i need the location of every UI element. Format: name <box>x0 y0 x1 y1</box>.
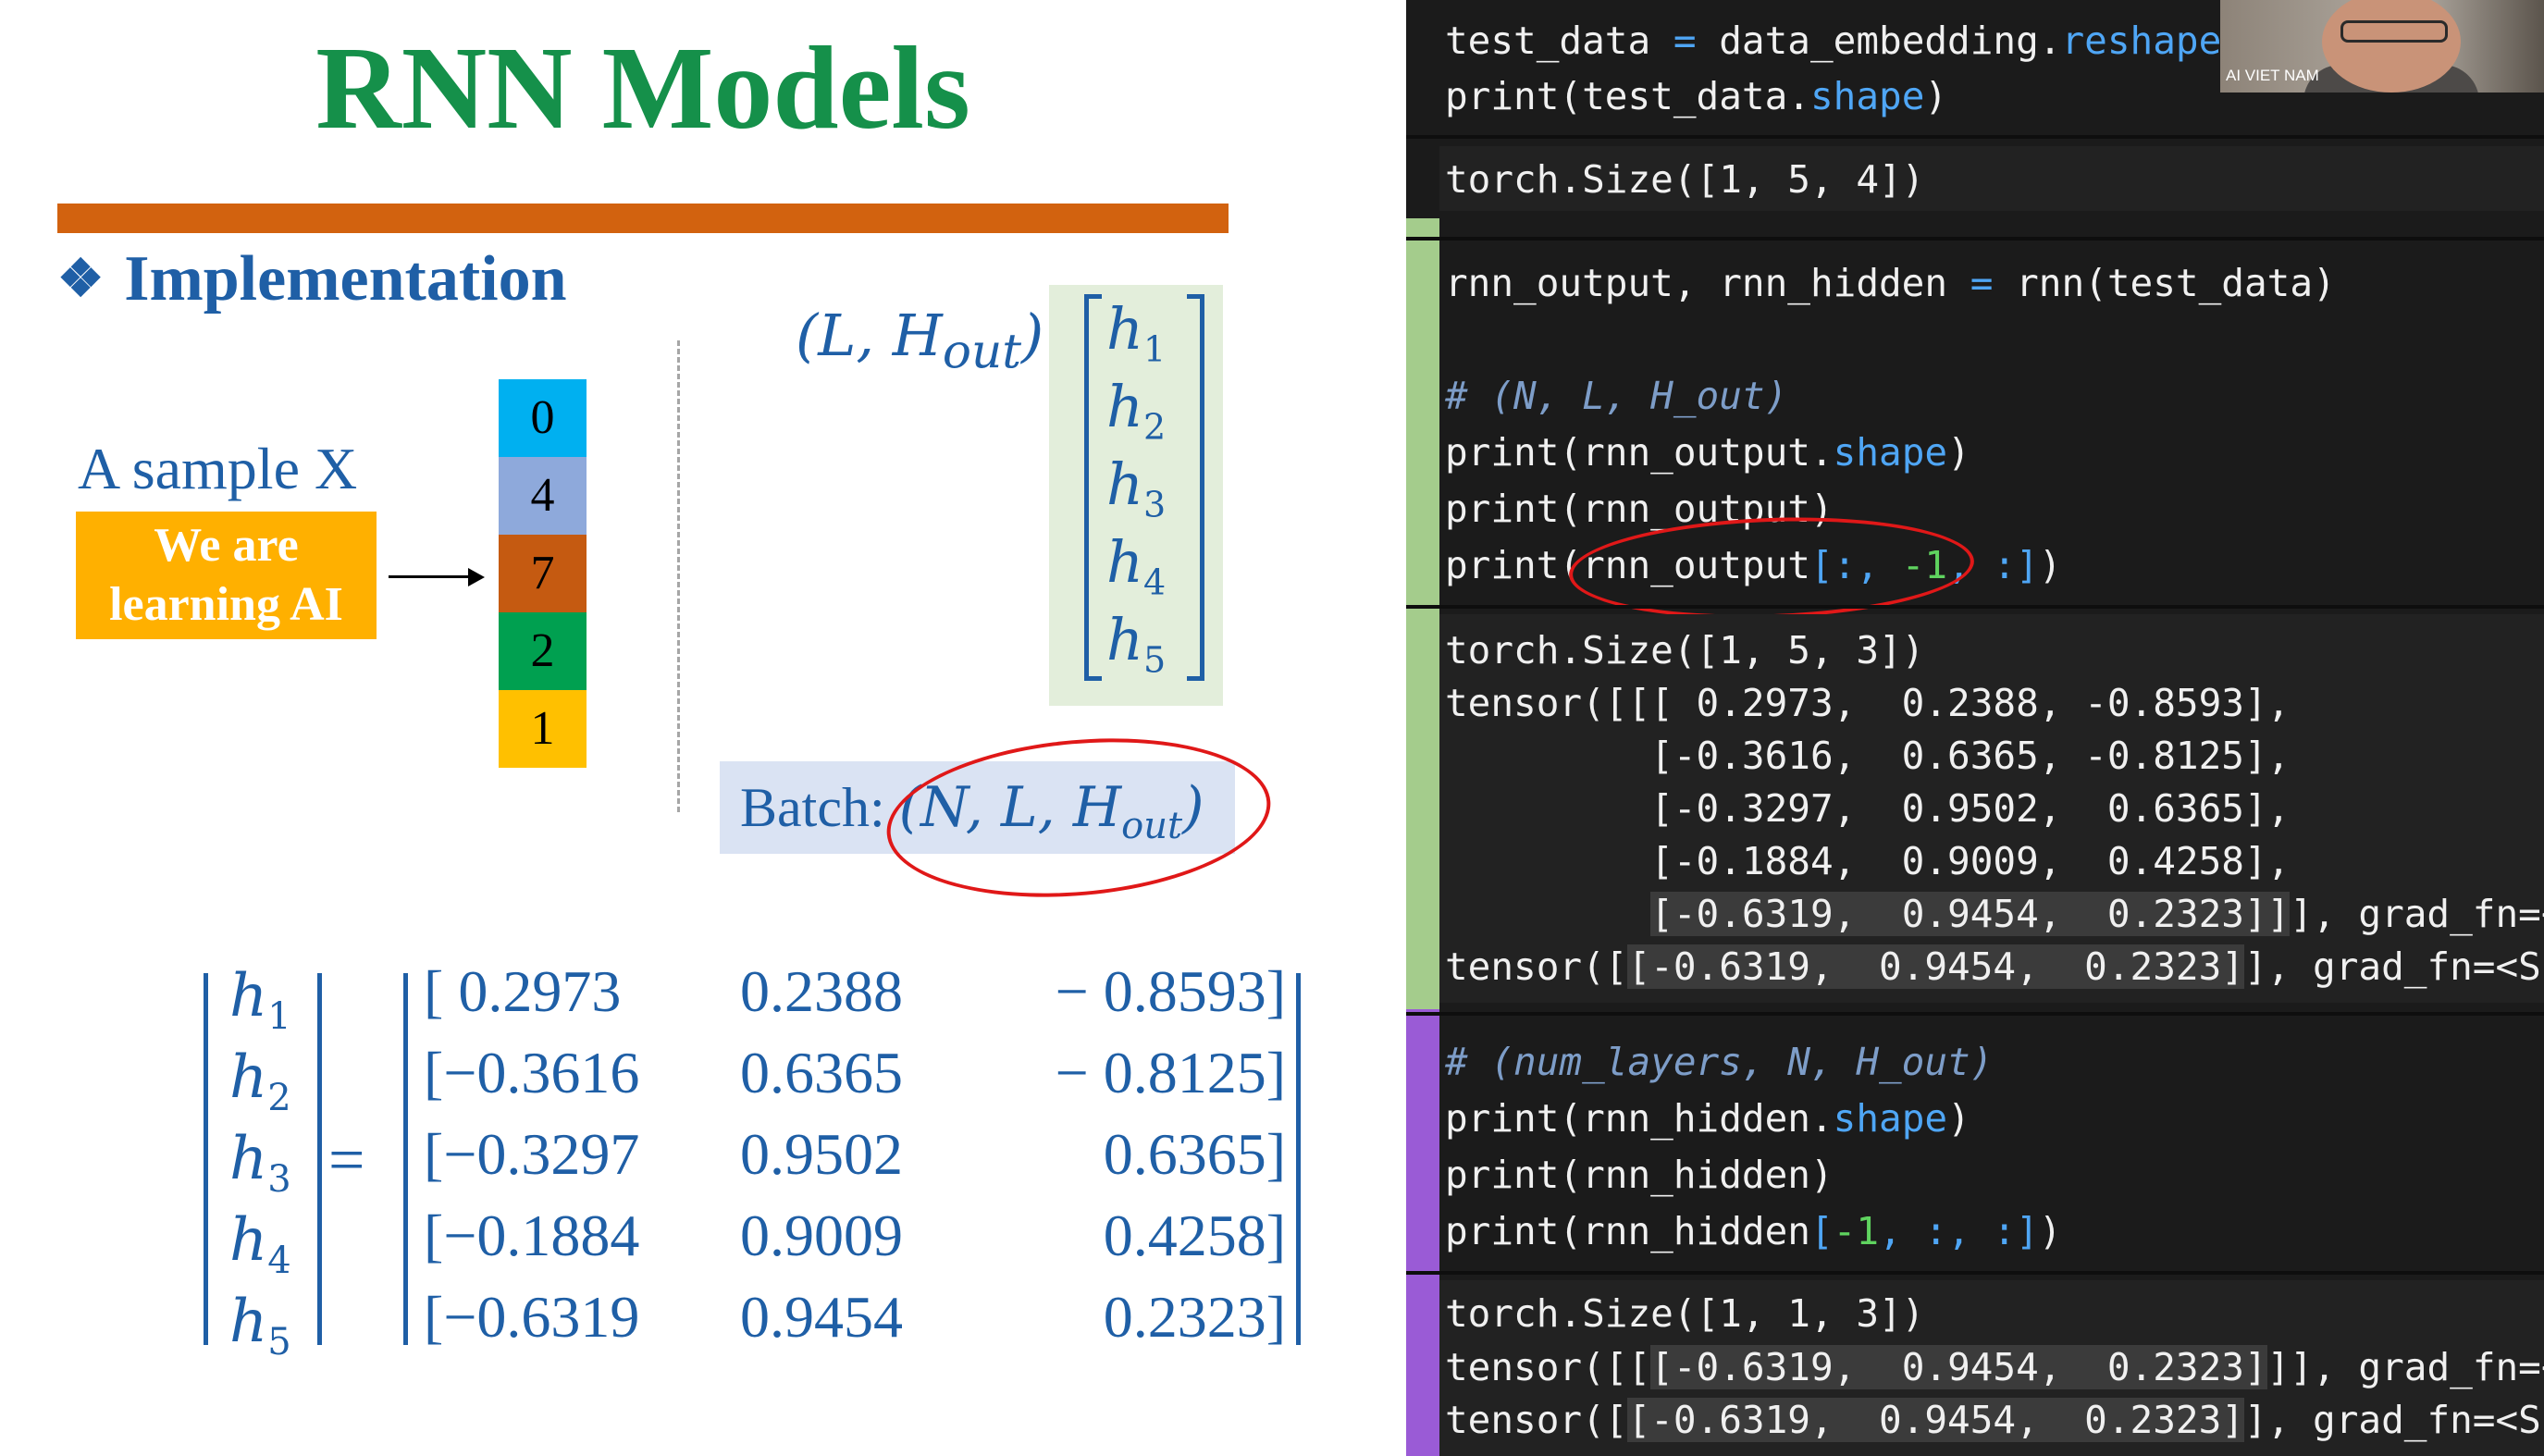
token-cell: 0 <box>499 379 587 459</box>
code-line[interactable]: print(rnn_output.shape) <box>1445 430 1970 475</box>
token-value: 4 <box>530 469 555 522</box>
h-column-entry: h5 <box>229 1288 291 1363</box>
code-comment[interactable]: # (num_layers, N, H_out) <box>1445 1040 1994 1084</box>
section-heading-text: Implementation <box>124 243 567 315</box>
output-line: torch.Size([1, 1, 3]) <box>1445 1291 1925 1336</box>
cell-active-gutter[interactable] <box>1406 218 1439 1009</box>
matrix-brackets <box>403 973 1301 1345</box>
sample-text-line1: We are <box>154 519 299 572</box>
title-underline-bar <box>57 204 1229 233</box>
hidden-vector-brackets <box>1084 294 1204 681</box>
webcam-name-tag: AI VIET NAM <box>2226 67 2319 84</box>
matrix-cell: 0.2323] <box>1103 1284 1286 1350</box>
presenter-face <box>2322 0 2461 93</box>
glasses-icon <box>2340 20 2448 43</box>
sample-text-box: We are learning AI <box>76 512 377 639</box>
output-line: torch.Size([1, 5, 3]) <box>1445 628 1925 672</box>
matrix-cell: − 0.8593] <box>1055 958 1286 1024</box>
matrix-cell: 0.9009 <box>740 1203 903 1268</box>
matrix-cell: [−0.3297 <box>424 1121 640 1187</box>
h-column-brackets <box>204 973 322 1345</box>
sample-text-line2: learning AI <box>109 578 343 631</box>
code-line[interactable]: print(test_data.shape) <box>1445 74 1948 118</box>
cell-separator <box>1406 605 2544 609</box>
cell-selected-gutter[interactable] <box>1406 1009 1439 1456</box>
output-area <box>1439 614 2544 1003</box>
webcam-overlay: AI VIET NAM <box>2220 0 2544 93</box>
output-line: tensor([[-0.6319, 0.9454, 0.2323]], grad… <box>1445 944 2544 989</box>
code-line[interactable]: print(rnn_output[:, -1, :]) <box>1445 543 2062 587</box>
dashed-divider <box>677 340 680 812</box>
section-heading: ❖ Implementation <box>57 242 567 316</box>
cell-separator <box>1406 135 2544 139</box>
matrix-cell: [ 0.2973 <box>424 958 622 1024</box>
notebook-pane[interactable]: test_data = data_embedding.reshape( prin… <box>1406 0 2544 1456</box>
code-comment[interactable]: # (N, L, H_out) <box>1445 374 1788 418</box>
output-line: tensor([[[-0.6319, 0.9454, 0.2323]]], gr… <box>1445 1345 2544 1389</box>
output-line: [-0.6319, 0.9454, 0.2323]]], grad_fn=<T <box>1650 892 2544 936</box>
matrix-cell: [−0.6319 <box>424 1284 640 1350</box>
h-column-entry: h2 <box>229 1043 291 1119</box>
output-area <box>1439 146 2544 211</box>
matrix-cell: 0.9454 <box>740 1284 903 1350</box>
matrix-cell: 0.4258] <box>1103 1203 1286 1268</box>
token-cell: 2 <box>499 612 587 692</box>
token-cell: 1 <box>499 690 587 770</box>
equals-sign: = <box>328 1125 365 1196</box>
output-line: tensor([[-0.6319, 0.9454, 0.2323]], grad… <box>1445 1398 2544 1442</box>
h-column-entry: h3 <box>229 1125 291 1201</box>
cell-separator <box>1406 1271 2544 1275</box>
h-column-entry: h1 <box>229 962 291 1038</box>
token-value: 0 <box>530 391 555 444</box>
sample-label: A sample X <box>78 436 358 501</box>
h-vector-entry: h5 <box>1106 606 1167 681</box>
matrix-cell: − 0.8125] <box>1055 1040 1286 1105</box>
h-vector-entry: h2 <box>1106 373 1167 448</box>
diamond-bullet-icon: ❖ <box>57 251 105 308</box>
token-value: 1 <box>530 702 555 755</box>
code-line[interactable]: print(rnn_hidden) <box>1445 1153 1834 1197</box>
token-value: 7 <box>530 547 555 599</box>
code-line[interactable]: test_data = data_embedding.reshape( <box>1445 19 2244 63</box>
output-line: [-0.3297, 0.9502, 0.6365], <box>1445 786 2291 831</box>
h-vector-entry: h1 <box>1106 295 1167 370</box>
matrix-cell: 0.6365] <box>1103 1121 1286 1187</box>
batch-shape-label: Batch: (N, L, Hout) <box>740 775 1204 847</box>
matrix-cell: [−0.3616 <box>424 1040 640 1105</box>
matrix-cell: 0.2388 <box>740 958 903 1024</box>
code-line[interactable]: print(rnn_hidden.shape) <box>1445 1096 1970 1141</box>
output-line: [-0.3616, 0.6365, -0.8125], <box>1445 734 2291 778</box>
h-column-entry: h4 <box>229 1206 291 1282</box>
h-vector-entry: h4 <box>1106 528 1167 603</box>
matrix-cell: 0.6365 <box>740 1040 903 1105</box>
output-shape-label: (L, Hout) <box>796 302 1044 380</box>
token-value: 2 <box>530 624 555 677</box>
matrix-cell: 0.9502 <box>740 1121 903 1187</box>
output-line: tensor([[[ 0.2973, 0.2388, -0.8593], <box>1445 681 2291 725</box>
hidden-vector-box <box>1049 285 1223 706</box>
arrow-right-icon <box>389 575 474 578</box>
h-vector-entry: h3 <box>1106 450 1167 525</box>
matrix-cell: [−0.1884 <box>424 1203 640 1268</box>
batch-shape-box <box>720 761 1235 854</box>
output-line: torch.Size([1, 5, 4]) <box>1445 157 1925 202</box>
cell-separator <box>1406 237 2544 241</box>
code-line[interactable]: rnn_output, rnn_hidden = rnn(test_data) <box>1445 261 2336 305</box>
cell-separator <box>1406 1012 2544 1016</box>
code-line[interactable]: print(rnn_output) <box>1445 487 1834 531</box>
token-cell: 7 <box>499 535 587 614</box>
code-line[interactable]: print(rnn_hidden[-1, :, :]) <box>1445 1209 2062 1253</box>
red-annotation-circle <box>880 723 1278 912</box>
slide: RNN Models ❖ Implementation A sample X We… <box>57 22 1301 1363</box>
slide-title: RNN Models <box>315 22 970 154</box>
token-cell: 4 <box>499 457 587 537</box>
output-line: [-0.1884, 0.9009, 0.4258], <box>1445 839 2291 883</box>
arrow-head-icon <box>468 568 485 586</box>
